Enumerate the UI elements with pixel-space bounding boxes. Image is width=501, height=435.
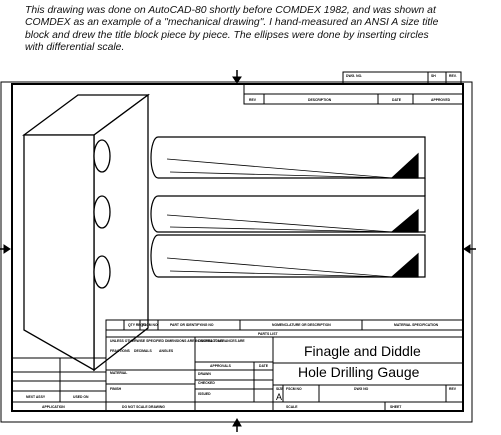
hole-bottom xyxy=(93,255,111,289)
revisions-description-label: DESCRIPTION xyxy=(308,98,332,102)
top-rev-label: REV. xyxy=(449,74,457,78)
title-size-label: SIZE xyxy=(276,387,284,391)
parts-part-no-label: PART OR IDENTIFYING NO xyxy=(170,323,214,327)
block-front-face xyxy=(23,134,95,372)
title-scale-label: SCALE xyxy=(286,405,298,409)
title-checked-label: CHECKED xyxy=(198,381,215,385)
revisions-rev-label: REV xyxy=(249,98,257,102)
arrow-up-icon xyxy=(232,417,242,427)
revisions-date-label: DATE xyxy=(392,98,402,102)
pin-bottom xyxy=(150,234,426,278)
drawing-title-line-1: Finagle and Diddle xyxy=(304,343,421,359)
hole-middle xyxy=(93,195,111,229)
pins xyxy=(150,136,426,278)
title-used-on-label: USED ON xyxy=(73,395,89,399)
title-issued-label: ISSUED xyxy=(198,392,211,396)
title-application-label: APPLICATION xyxy=(42,405,65,409)
pin-middle xyxy=(150,195,426,233)
title-finish-label: FINISH xyxy=(110,387,122,391)
title-fscm-label: FSCM NO xyxy=(286,387,302,391)
caption-line-3: block and drew the title block piece by … xyxy=(25,29,429,41)
gauge-block xyxy=(22,93,150,372)
caption-line-2: COMDEX as an example of a "mechanical dr… xyxy=(25,17,439,29)
title-notes: UNLESS OTHERWISE SPECIFIED DIMENSIONS AR… xyxy=(110,339,245,343)
caption-line-4: with differential scale. xyxy=(25,42,125,54)
top-sh-label: SH xyxy=(431,74,436,78)
title-dwg-no-label: DWG NO xyxy=(354,387,369,391)
title-size-value: A xyxy=(276,392,282,402)
parts-fscm-label: FSCM NO xyxy=(142,323,158,327)
title-sheet-label: SHEET xyxy=(390,405,402,409)
caption: This drawing was done on AutoCAD-80 shor… xyxy=(25,5,475,55)
title-decimals-label: DECIMALS xyxy=(134,349,152,353)
revisions-approved-label: APPROVED xyxy=(431,98,451,102)
title-contract-label: CONTRACT NO. xyxy=(198,339,224,343)
parts-nomenclature-label: NOMENCLATURE OR DESCRIPTION xyxy=(272,323,331,327)
centering-marks xyxy=(0,70,476,432)
title-do-not-scale-label: DO NOT SCALE DRAWING xyxy=(122,405,165,409)
parts-qty-label: QTY REQD xyxy=(128,323,146,327)
revisions-block xyxy=(243,83,464,105)
top-dwg-no-label: DWG. NO. xyxy=(346,74,362,78)
title-next-assy-label: NEXT ASSY xyxy=(26,395,46,399)
drawing-title-line-2: Hole Drilling Gauge xyxy=(298,364,420,380)
title-fractions-label: FRACTIONS xyxy=(110,349,131,353)
hole-top xyxy=(93,139,111,173)
pin-top xyxy=(150,136,426,179)
title-material-label: MATERIAL xyxy=(110,371,127,375)
arrow-down-icon xyxy=(232,76,242,84)
title-approvals-label: APPROVALS xyxy=(210,364,232,368)
title-block xyxy=(12,336,464,412)
caption-line-1: This drawing was done on AutoCAD-80 shor… xyxy=(25,5,436,16)
title-angles-label: ANGLES xyxy=(159,349,174,353)
arrow-right-icon xyxy=(3,244,11,254)
arrow-left-icon xyxy=(463,244,471,254)
title-date-label: DATE xyxy=(259,364,269,368)
title-rev-label: REV xyxy=(449,387,457,391)
title-drawn-label: DRAWN xyxy=(198,372,211,376)
parts-list-title: PARTS LIST xyxy=(258,332,278,336)
parts-material-label: MATERIAL SPECIFICATION xyxy=(394,323,439,327)
